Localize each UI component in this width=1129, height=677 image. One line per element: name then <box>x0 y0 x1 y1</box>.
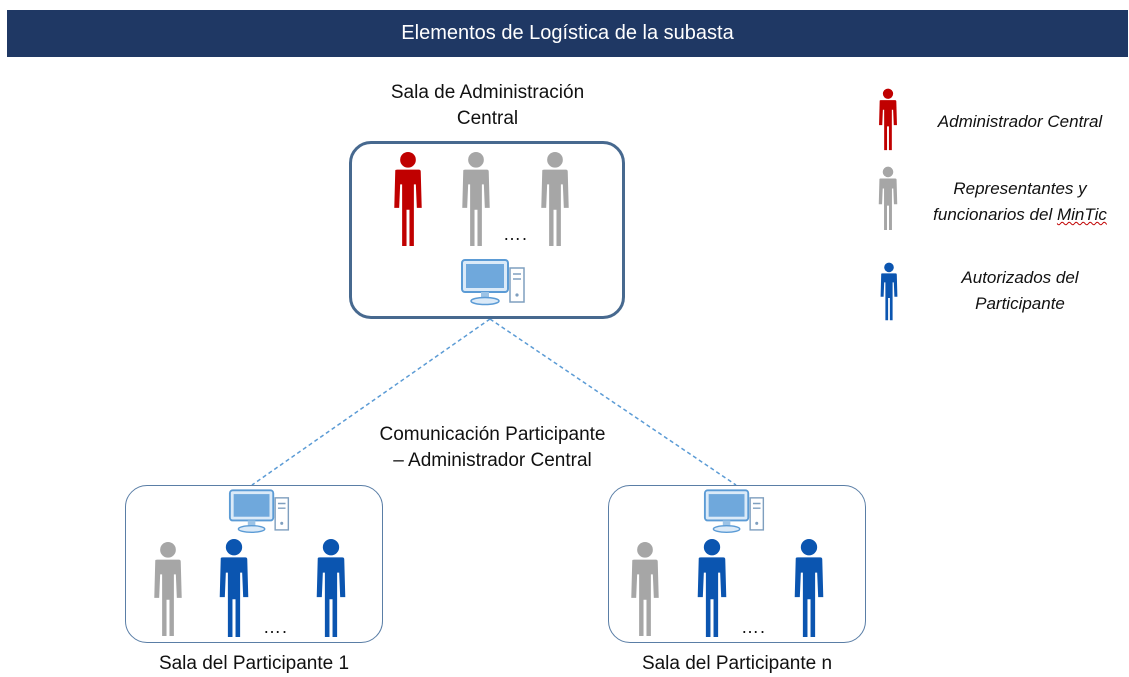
connection-label-line1: Comunicación Participante <box>379 424 606 445</box>
computer-icon <box>703 488 769 536</box>
authorized-person-icon <box>310 538 352 640</box>
legend-representative-line2: funcionarios del MinTic <box>912 202 1128 228</box>
authorized-person-icon <box>788 538 830 640</box>
representative-person-icon <box>456 151 496 249</box>
connection-line-right <box>489 318 737 486</box>
participant-room-1-label: Sala del Participante 1 <box>158 653 350 674</box>
participant-1-ellipsis: …. <box>263 617 289 637</box>
legend-representative-line2-prefix: funcionarios del <box>933 205 1057 224</box>
legend-authorized-person-icon <box>874 262 904 322</box>
central-room-label: Sala de Administración Central <box>360 80 615 132</box>
representative-person-icon <box>625 541 665 639</box>
legend-admin-person-icon <box>874 88 902 152</box>
authorized-person-icon <box>213 538 255 640</box>
computer-icon <box>228 488 294 536</box>
legend-authorized-line2: Participante <box>975 294 1065 313</box>
representative-person-icon <box>148 541 188 639</box>
header-banner: Elementos de Logística de la subasta <box>7 10 1128 57</box>
connection-label: Comunicación Participante – Administrado… <box>345 422 640 474</box>
connection-label-line2: – Administrador Central <box>393 450 592 471</box>
page-title: Elementos de Logística de la subasta <box>401 22 734 44</box>
central-room-label-line2: Central <box>456 108 519 129</box>
legend-authorized-text: Autorizados del Participante <box>915 265 1125 317</box>
connection-line-left <box>251 318 491 486</box>
participant-room-n-label: Sala del Participante n <box>641 653 833 674</box>
representative-person-icon <box>535 151 575 249</box>
legend-authorized-line1: Autorizados del <box>961 268 1079 287</box>
computer-icon <box>460 258 530 308</box>
legend-representative-text: Representantes y funcionarios del MinTic <box>912 176 1128 228</box>
participant-n-ellipsis: …. <box>741 617 767 637</box>
legend-representative-line1: Representantes y <box>953 179 1087 198</box>
admin-person-icon <box>388 151 428 249</box>
legend-mintic-word: MinTic <box>1056 205 1107 224</box>
legend-representative-person-icon <box>874 166 902 232</box>
authorized-person-icon <box>691 538 733 640</box>
central-ellipsis: …. <box>503 224 529 244</box>
legend-admin-text: Administrador Central <box>937 112 1103 131</box>
central-room-label-line1: Sala de Administración <box>390 82 585 103</box>
